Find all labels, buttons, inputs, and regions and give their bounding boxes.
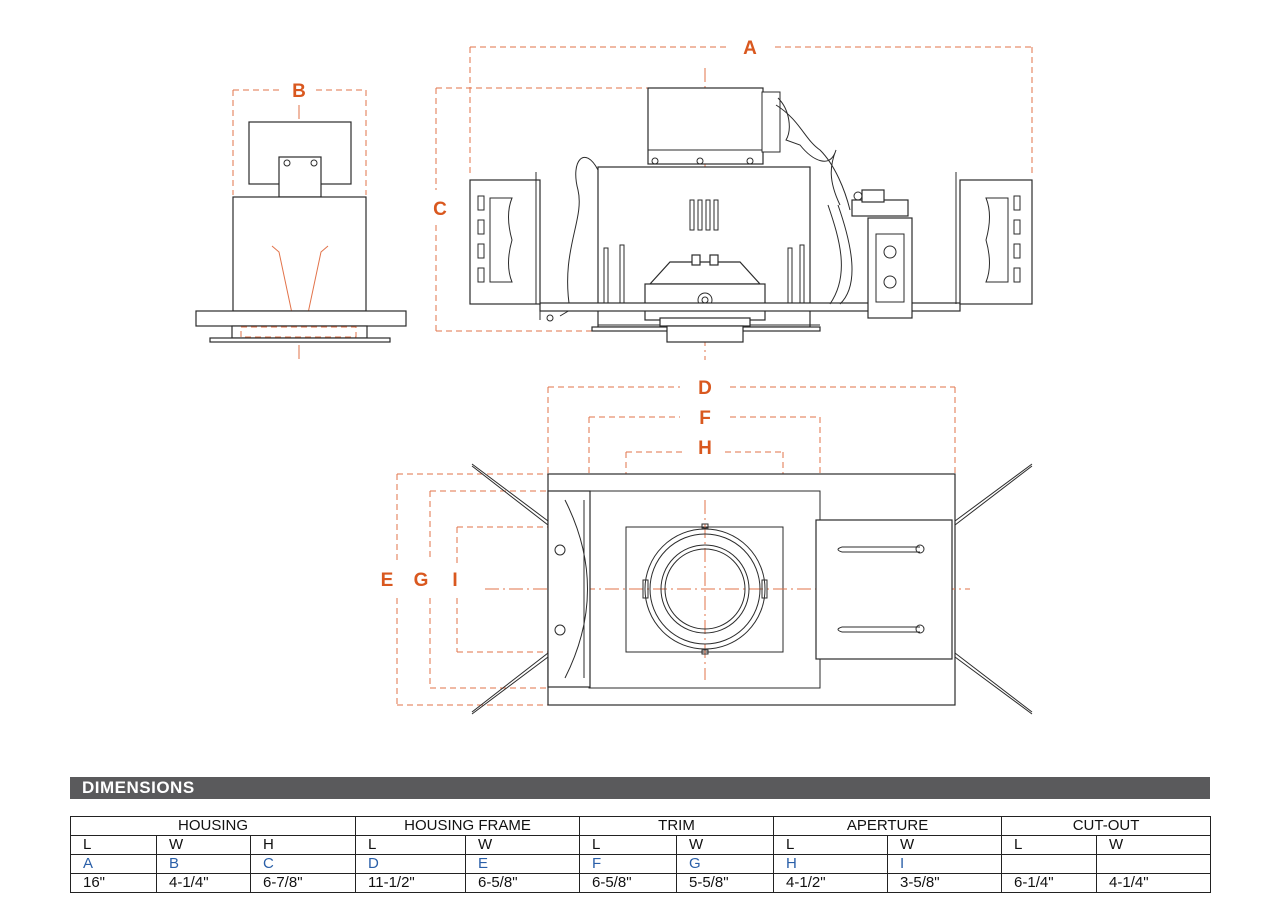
dimensions-title: DIMENSIONS (82, 778, 195, 797)
letter-cell (1001, 854, 1098, 874)
letter-cell: I (887, 854, 1003, 874)
value-cell: 6-7/8" (250, 873, 356, 893)
group-cut-out: CUT-OUT (1001, 816, 1212, 836)
letter-cell: B (156, 854, 251, 874)
dim-label-b: B (292, 81, 306, 102)
letter-cell (1096, 854, 1212, 874)
letter-cell: E (465, 854, 580, 874)
dim-label-i: I (452, 570, 457, 591)
value-cell: 5-5/8" (675, 873, 775, 893)
value-cell: 3-5/8" (887, 873, 1003, 893)
sub-header-cell: L (773, 835, 889, 855)
group-housing: HOUSING (70, 816, 356, 836)
technical-drawing: B A C (195, 38, 1033, 715)
sub-header-cell: W (465, 835, 580, 855)
group-trim: TRIM (578, 816, 775, 836)
group-header-row: HOUSING HOUSING FRAME TRIM APERTURE CUT-… (70, 816, 1212, 836)
sub-header-cell: W (887, 835, 1003, 855)
sub-header-cell: L (579, 835, 677, 855)
value-cell: 4-1/2" (773, 873, 889, 893)
value-cell: 11-1/2" (355, 873, 466, 893)
value-cell: 4-1/4" (156, 873, 251, 893)
dim-label-g: G (414, 570, 429, 591)
value-cell: 6-5/8" (465, 873, 580, 893)
letter-cell: H (773, 854, 889, 874)
dim-label-d: D (698, 378, 712, 399)
front-view: A C (433, 38, 1033, 360)
value-cell: 4-1/4" (1096, 873, 1212, 893)
value-row: 16" 4-1/4" 6-7/8" 11-1/2" 6-5/8" 6-5/8" … (70, 873, 1212, 893)
sub-header-cell: W (675, 835, 775, 855)
group-aperture: APERTURE (773, 816, 1003, 836)
dimensions-banner: DIMENSIONS (70, 777, 1210, 799)
value-cell: 6-5/8" (579, 873, 677, 893)
group-housing-frame: HOUSING FRAME (355, 816, 580, 836)
top-view: D F H E G I (381, 378, 1033, 715)
letter-cell: A (70, 854, 157, 874)
sub-header-row: L W H L W L W L W L W (70, 835, 1212, 855)
sub-header-cell: W (156, 835, 251, 855)
letter-row: A B C D E F G H I (70, 854, 1212, 874)
value-cell: 16" (70, 873, 157, 893)
dim-label-h: H (698, 438, 712, 459)
dim-label-e: E (381, 570, 394, 591)
letter-cell: G (675, 854, 775, 874)
dim-label-c: C (433, 199, 447, 220)
letter-cell: C (250, 854, 356, 874)
letter-cell: F (579, 854, 677, 874)
sub-header-cell: W (1096, 835, 1212, 855)
sub-header-cell: L (70, 835, 157, 855)
letter-cell: D (355, 854, 466, 874)
sub-header-cell: L (1001, 835, 1098, 855)
sub-header-cell: L (355, 835, 466, 855)
dimensions-table: HOUSING HOUSING FRAME TRIM APERTURE CUT-… (70, 816, 1212, 893)
dim-label-a: A (743, 38, 757, 59)
sub-header-cell: H (250, 835, 356, 855)
side-view: B (195, 81, 407, 362)
dim-label-f: F (699, 408, 711, 429)
value-cell: 6-1/4" (1001, 873, 1098, 893)
